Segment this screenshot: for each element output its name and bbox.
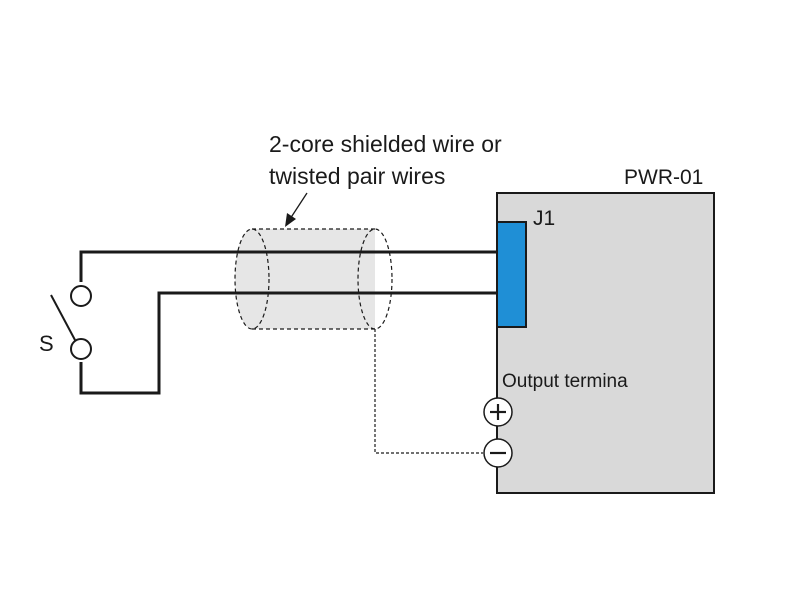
connector-j1 xyxy=(496,221,527,328)
plus-terminal xyxy=(483,397,513,427)
switch-contact-top xyxy=(70,285,92,307)
minus-terminal xyxy=(483,438,513,468)
switch-lever xyxy=(50,294,76,341)
cable-label-line1: 2-core shielded wire or xyxy=(269,131,502,157)
leader-arrow xyxy=(285,192,308,227)
device-label: PWR-01 xyxy=(624,166,703,189)
drain-wire xyxy=(374,329,483,454)
switch-s xyxy=(50,285,92,360)
wire-top xyxy=(79,250,497,282)
shield-sleeve xyxy=(234,228,375,330)
output-terminal-label: Output termina xyxy=(502,371,628,392)
shield-end xyxy=(357,228,393,330)
connector-label: J1 xyxy=(533,207,555,230)
switch-label: S xyxy=(39,331,54,356)
device-box xyxy=(496,192,715,494)
twisted-pair-wires xyxy=(79,250,497,395)
wire-bottom xyxy=(79,291,497,395)
switch-contact-bottom xyxy=(70,338,92,360)
cable-label-line2: twisted pair wires xyxy=(269,163,445,189)
